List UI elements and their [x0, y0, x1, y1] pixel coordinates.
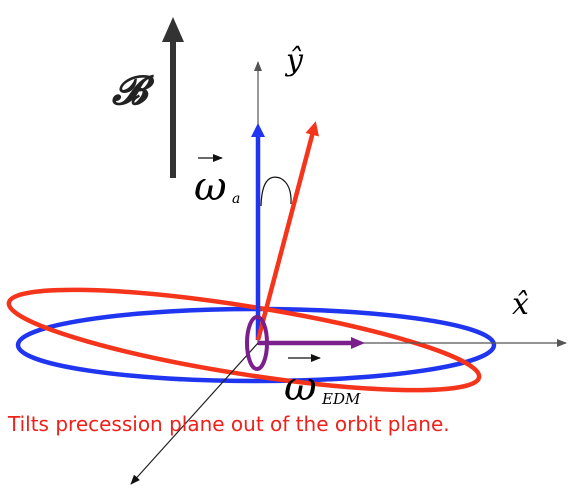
omega-edm-subscript: EDM — [321, 390, 361, 408]
x-axis-label: x̂ — [512, 287, 529, 322]
z-axis — [130, 342, 259, 485]
omega-edm-symbol: ω — [284, 364, 317, 410]
y-axis-label: ŷ — [284, 43, 304, 78]
tilted-spin-vector — [255, 121, 319, 341]
precession-ellipse-red — [6, 287, 482, 393]
magnetic-field-label: 𝓑 — [111, 67, 155, 114]
caption-text: Tilts precession plane out of the orbit … — [8, 412, 450, 436]
omega-a-symbol: ω — [194, 164, 227, 210]
magnetic-field-arrowhead — [162, 17, 184, 42]
tilt-angle-arc — [260, 176, 292, 207]
omega-a-subscript: a — [232, 191, 240, 207]
